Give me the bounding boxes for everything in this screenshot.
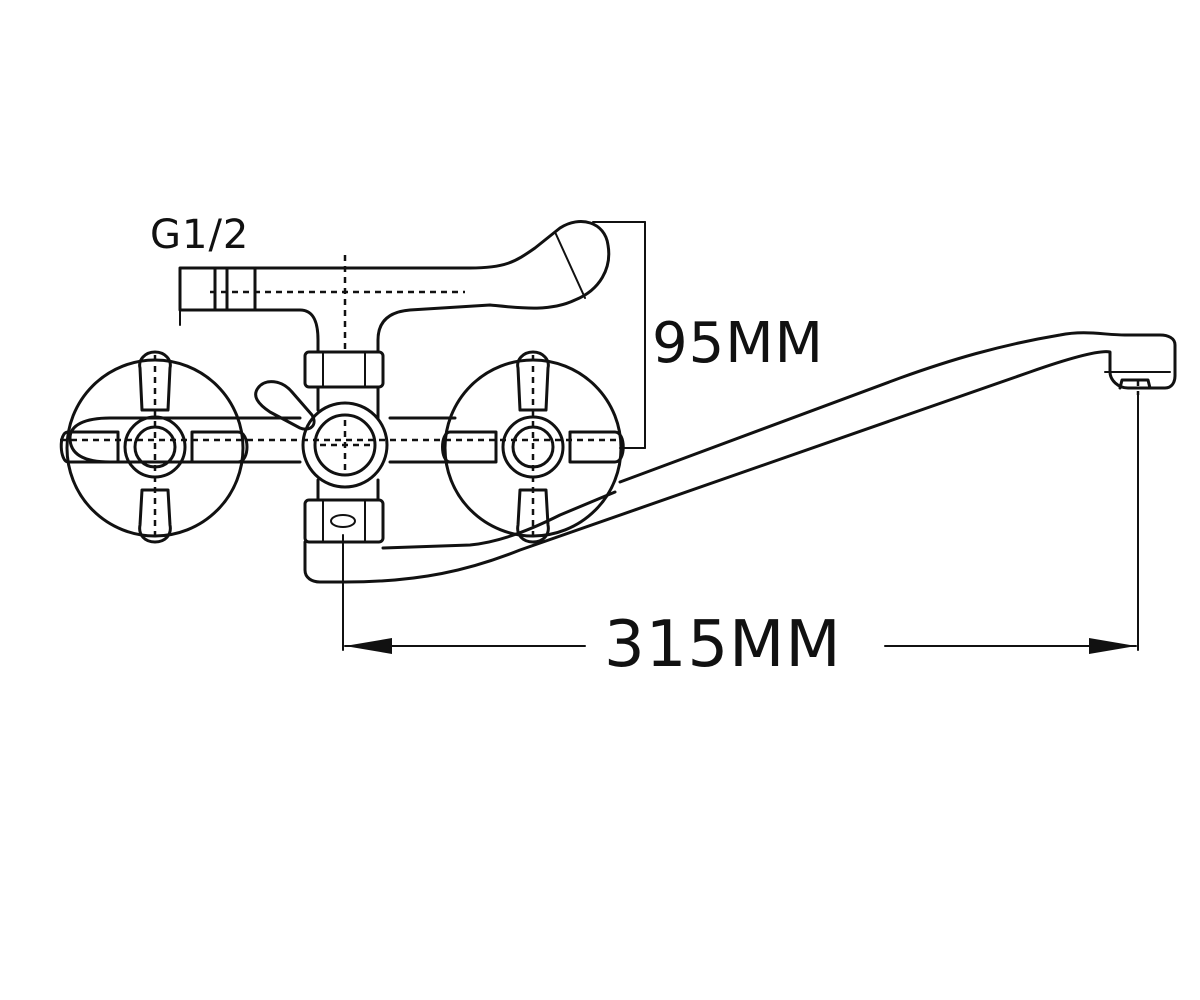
upper-nut	[303, 350, 385, 420]
height-dimension-label: 95MM	[652, 311, 824, 376]
spout	[343, 331, 1177, 584]
right-handwheel	[441, 350, 625, 544]
left-handwheel	[59, 350, 249, 544]
diverter-knob	[254, 380, 316, 431]
right-arrowhead	[1089, 638, 1136, 654]
left-arrowhead	[345, 638, 392, 654]
reach-dimension-label: 315MM	[604, 608, 842, 682]
thread-connector	[178, 266, 257, 326]
center-cartridge	[301, 401, 389, 502]
reach-dimension	[342, 391, 1139, 654]
height-dimension	[592, 221, 646, 449]
mixer-body	[60, 416, 620, 464]
diverter-lever	[210, 220, 611, 354]
thread-size-label: G1/2	[150, 212, 249, 258]
